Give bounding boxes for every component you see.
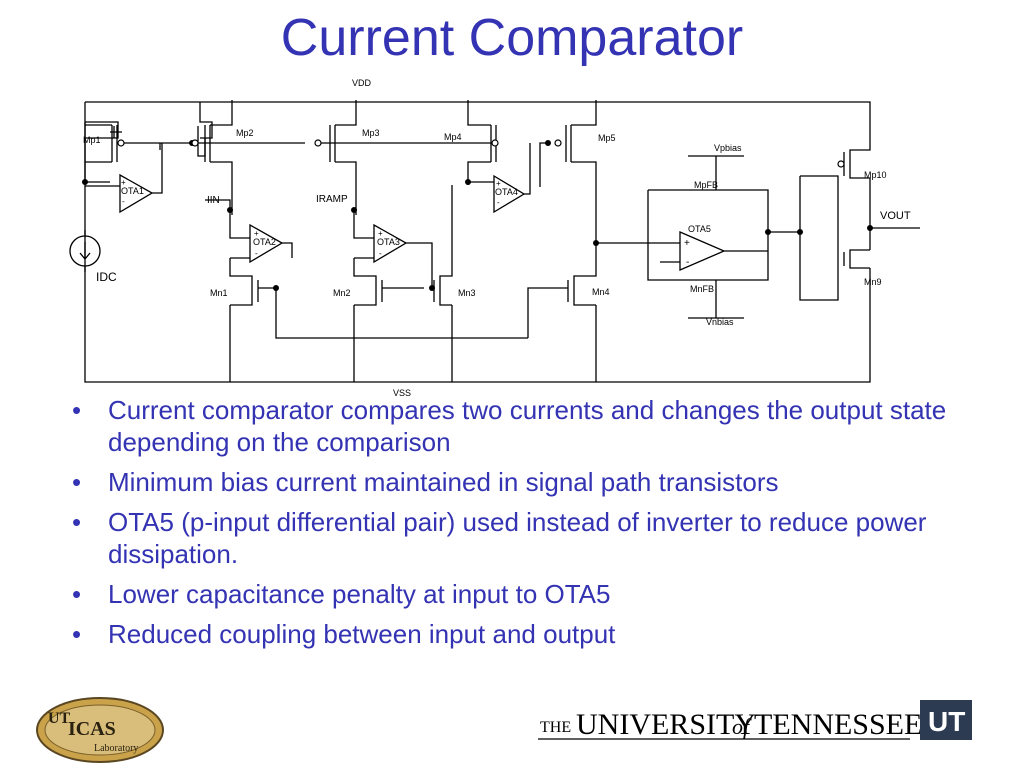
ota3-minus: - xyxy=(379,249,382,258)
vpbias-label: Vpbias xyxy=(714,143,742,153)
iramp-label: IRAMP xyxy=(316,194,348,205)
ota3-symbol xyxy=(373,223,408,264)
bullet-text: Minimum bias current maintained in signa… xyxy=(108,467,779,497)
vout-label: VOUT xyxy=(880,210,911,222)
bullet-list: • Current comparator compares two current… xyxy=(70,394,970,658)
bullet-item: • Current comparator compares two current… xyxy=(70,394,970,458)
bullet-dot: • xyxy=(72,619,82,649)
ota2-label: OTA2 xyxy=(253,237,276,247)
mp2-label: Mp2 xyxy=(236,128,254,138)
mn1-label: Mn1 xyxy=(210,288,228,298)
mpfb-label: MpFB xyxy=(694,180,718,190)
ota5-symbol xyxy=(679,231,726,271)
bullet-dot: • xyxy=(72,507,82,537)
mn1-transistor xyxy=(229,258,276,306)
mn9-transistor xyxy=(843,249,870,269)
mp1-label: Mp1 xyxy=(83,135,101,145)
bullet-item: • Lower capacitance penalty at input to O… xyxy=(70,578,970,610)
ota3-plus: + xyxy=(378,229,383,238)
mn4-label: Mn4 xyxy=(592,287,610,297)
bullet-text: Reduced coupling between input and outpu… xyxy=(108,619,616,649)
ota1-label: OTA1 xyxy=(121,186,144,196)
idc-label: IDC xyxy=(96,270,117,284)
mp4-label: Mp4 xyxy=(444,132,462,142)
logo-ut-mark: UT xyxy=(928,706,965,737)
ota3-label: OTA3 xyxy=(377,237,400,247)
mn3-label: Mn3 xyxy=(458,288,476,298)
logo-the: THE xyxy=(540,719,571,736)
bullet-dot: • xyxy=(72,579,82,609)
university-logo: THE UNIVERSITY of TENNESSEE UT xyxy=(538,700,972,741)
mn9-label: Mn9 xyxy=(864,277,882,287)
mp1-transistor-body xyxy=(85,124,118,163)
icas-lab-logo: UT ICAS Laboratory xyxy=(36,697,164,763)
ota5-label: OTA5 xyxy=(688,224,711,234)
mp10-label: Mp10 xyxy=(864,170,887,180)
vss-label: VSS xyxy=(393,388,411,398)
lab-logo-top: UT xyxy=(48,710,71,727)
bullet-item: • Minimum bias current maintained in sign… xyxy=(70,466,970,498)
mn2-transistor xyxy=(353,258,424,306)
logo-tennessee: TENNESSEE xyxy=(754,708,922,741)
vdd-rail xyxy=(84,101,871,383)
mp5-transistor xyxy=(565,100,597,243)
ota5-minus: - xyxy=(686,257,689,268)
mnfb-label: MnFB xyxy=(690,284,714,294)
bullet-text: Lower capacitance penalty at input to OT… xyxy=(108,579,611,609)
logo-of: of xyxy=(732,714,752,739)
mp3-label: Mp3 xyxy=(362,128,380,138)
bullet-item: • Reduced coupling between input and outp… xyxy=(70,618,970,650)
ota2-minus: - xyxy=(255,249,258,258)
mn4-transistor xyxy=(527,243,597,338)
lab-logo-bottom: Laboratory xyxy=(94,743,138,754)
ota4-plus: + xyxy=(496,179,501,188)
ota5-plus: + xyxy=(684,238,690,249)
ota1-minus: - xyxy=(122,197,125,206)
bullet-text: Current comparator compares two currents… xyxy=(108,395,947,457)
bullet-dot: • xyxy=(72,467,82,497)
circuit-diagram: VDD VSS Mp1 Mp2 Mp3 Mp4 Mp5 Mp10 Mn1 Mn2… xyxy=(69,78,920,398)
bullet-item: • OTA5 (p-input differential pair) used i… xyxy=(70,506,970,570)
slide-title: Current Comparator xyxy=(280,9,744,67)
mp5-label: Mp5 xyxy=(598,133,616,143)
mn2-label: Mn2 xyxy=(333,288,351,298)
bullet-dot: • xyxy=(72,395,82,425)
iin-label: IIN xyxy=(207,195,220,206)
idc-current-source xyxy=(69,235,101,267)
ota1-symbol xyxy=(119,173,154,214)
logo-university: UNIVERSITY xyxy=(576,708,756,741)
vnbias-label: Vnbias xyxy=(706,317,734,327)
vdd-label: VDD xyxy=(352,78,372,88)
ota2-plus: + xyxy=(254,229,259,238)
ota4-minus: - xyxy=(497,198,500,207)
mn3-transistor xyxy=(433,185,453,306)
ota2-symbol xyxy=(249,223,284,264)
bullet-text: OTA5 (p-input differential pair) used in… xyxy=(108,507,927,569)
ota4-symbol xyxy=(493,174,526,214)
lab-logo-mid: ICAS xyxy=(68,718,116,740)
ota4-label: OTA4 xyxy=(495,187,518,197)
ota1-plus: + xyxy=(121,178,126,187)
